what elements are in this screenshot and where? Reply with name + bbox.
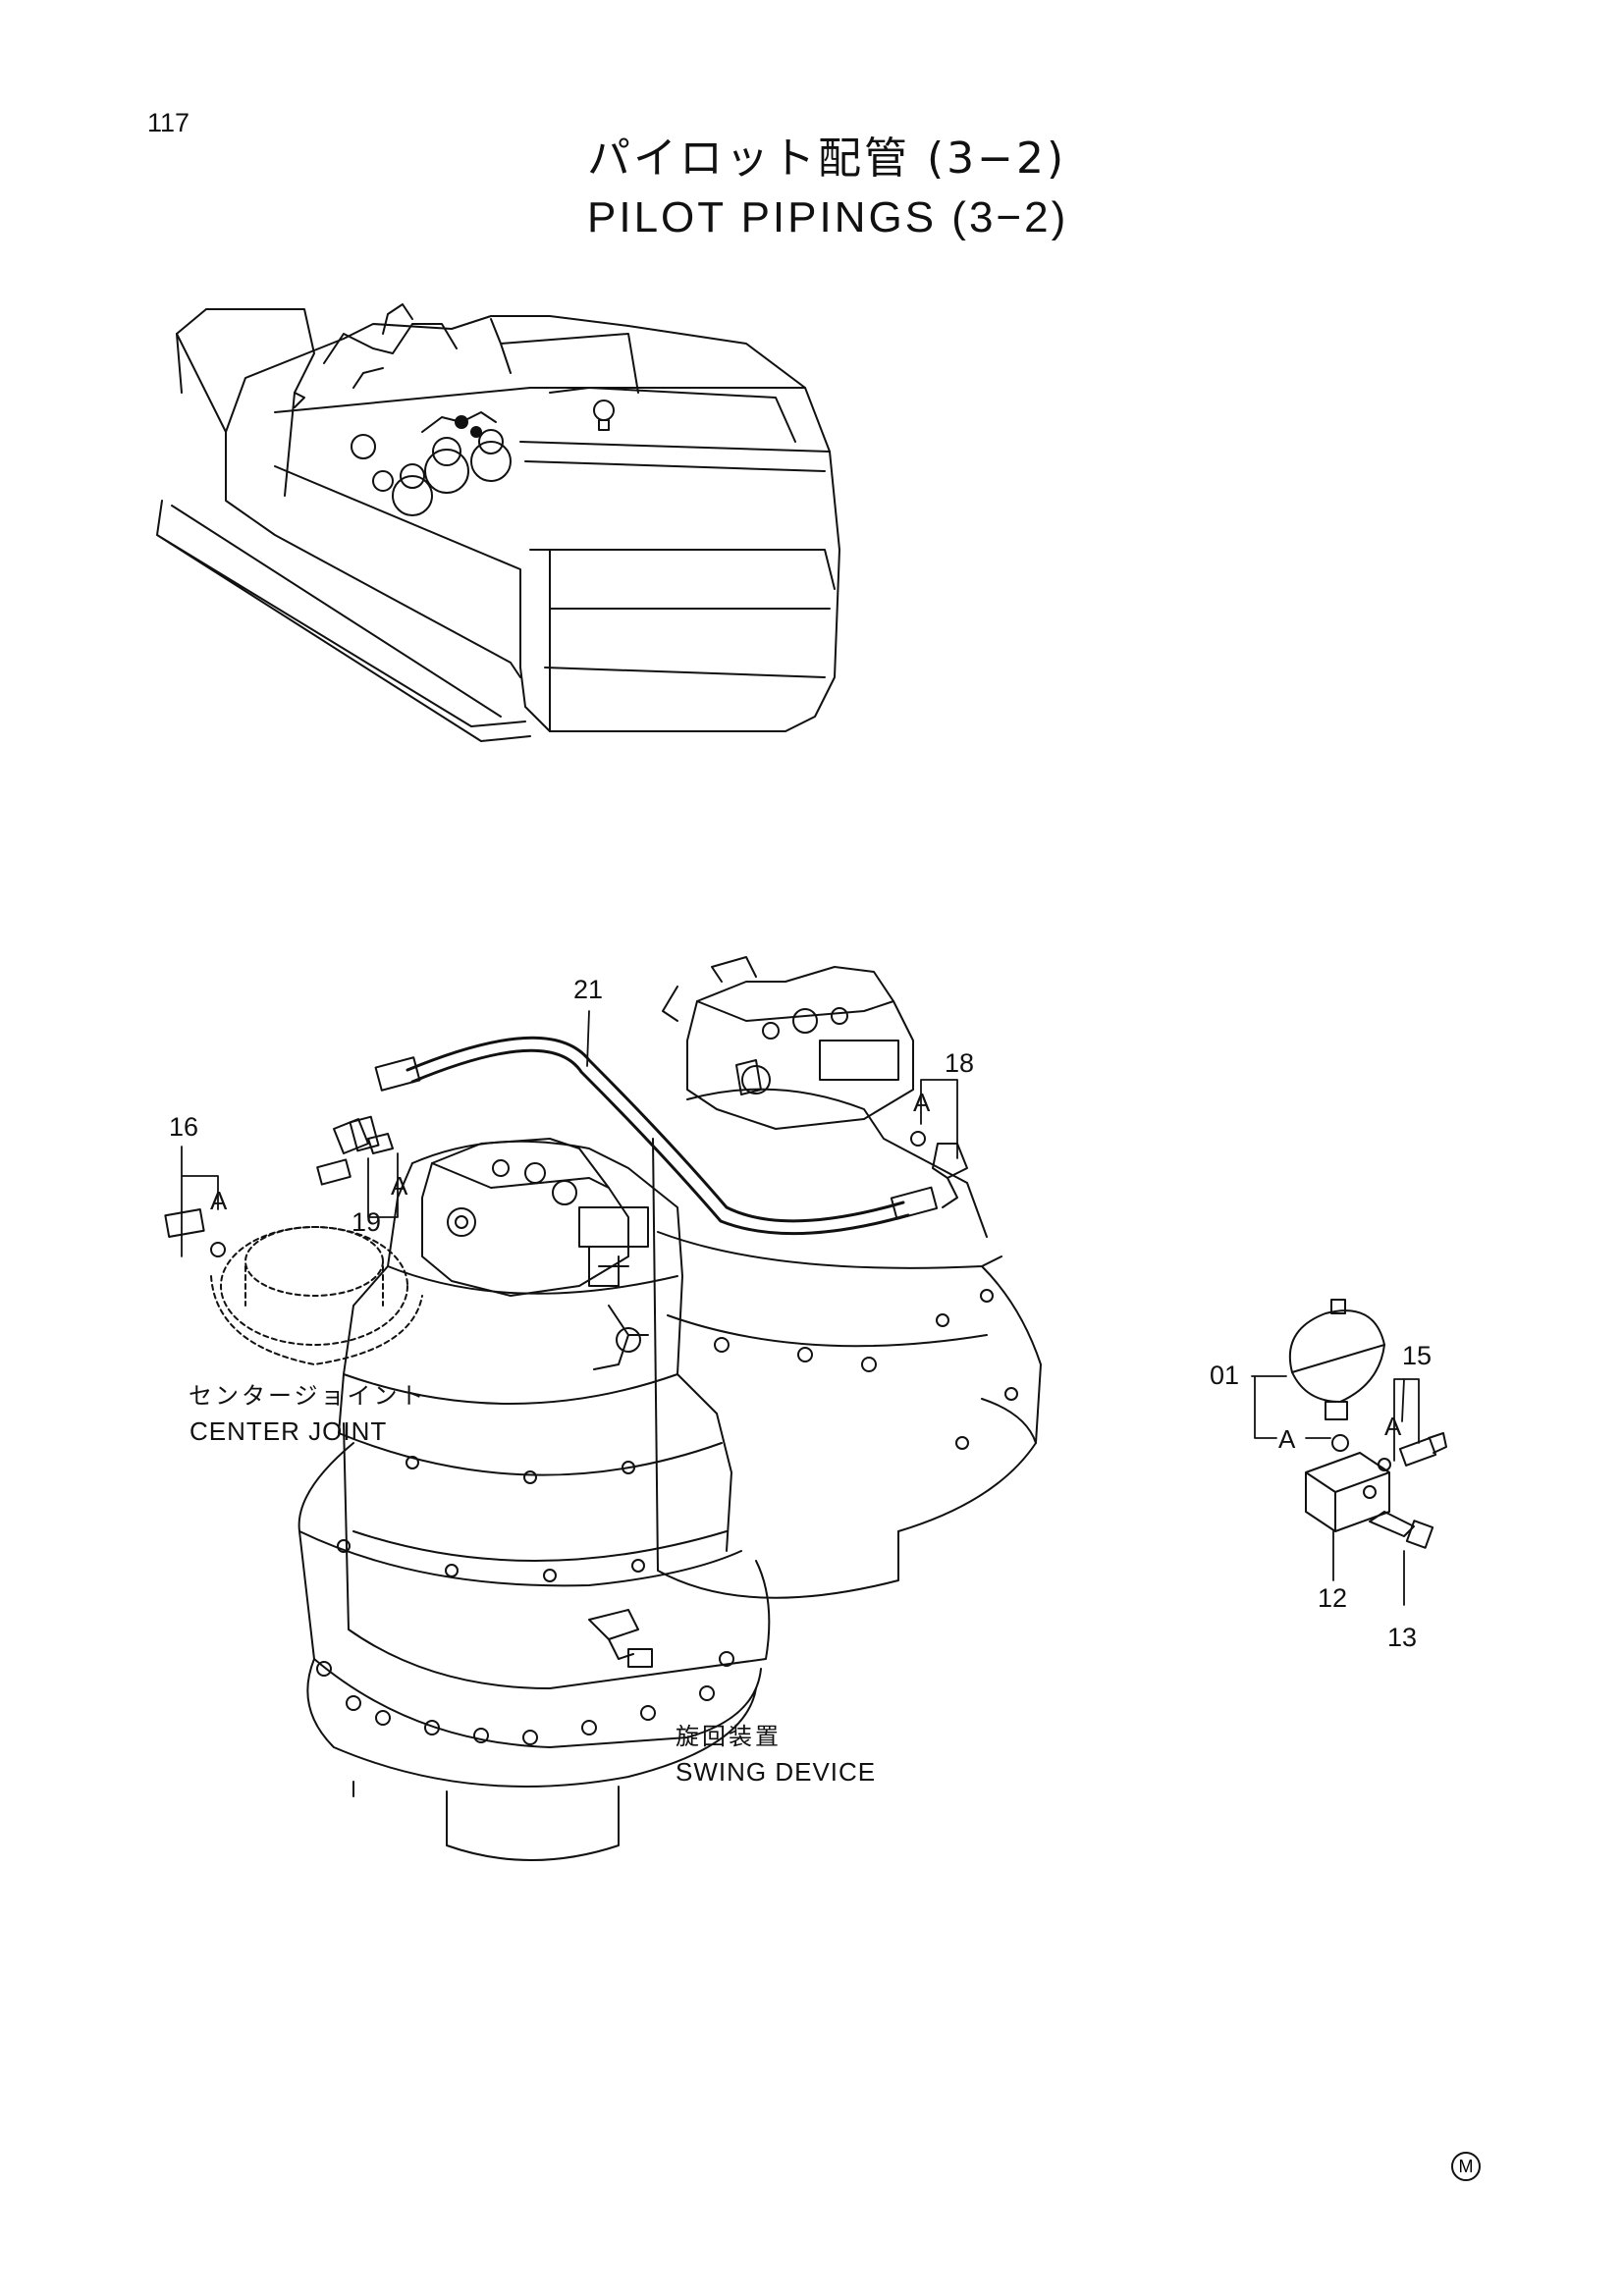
swing-device-drawing	[210, 956, 1042, 1861]
center-joint-label-japanese: センタージョイント	[189, 1382, 427, 1410]
pilot-hose-21	[374, 1036, 939, 1236]
callout-18: 18	[945, 1048, 975, 1078]
marker-a-16: A	[210, 1186, 228, 1215]
elbow-fitting-18	[910, 1131, 968, 1208]
swing-device-label-japanese: 旋回装置	[676, 1723, 782, 1750]
callout-12: 12	[1318, 1583, 1348, 1613]
marker-a-19: A	[391, 1171, 408, 1201]
circled-m-mark: M	[1451, 2152, 1481, 2181]
callout-13: 13	[1387, 1623, 1418, 1652]
marker-a-15: A	[1384, 1412, 1402, 1441]
swing-device-label-english: SWING DEVICE	[676, 1757, 877, 1787]
machine-overview-drawing	[156, 303, 840, 742]
callout-15: 15	[1402, 1341, 1433, 1370]
page-number: 117	[147, 108, 190, 137]
adapter-16	[164, 1208, 226, 1257]
accumulator-assembly-drawing	[1288, 1299, 1447, 1549]
page-title-japanese: パイロット配管 (3−2)	[587, 133, 1067, 184]
center-joint-label-english: CENTER JOINT	[189, 1416, 388, 1446]
page-title-english: PILOT PIPINGS (3−2)	[587, 193, 1069, 241]
marker-a-18: A	[913, 1088, 931, 1117]
callout-19: 19	[352, 1207, 382, 1237]
marker-a-01: A	[1278, 1424, 1296, 1454]
elbow-fitting-19	[316, 1115, 394, 1186]
callout-01: 01	[1210, 1361, 1240, 1390]
callout-21: 21	[573, 975, 604, 1004]
callout-16: 16	[169, 1112, 199, 1142]
